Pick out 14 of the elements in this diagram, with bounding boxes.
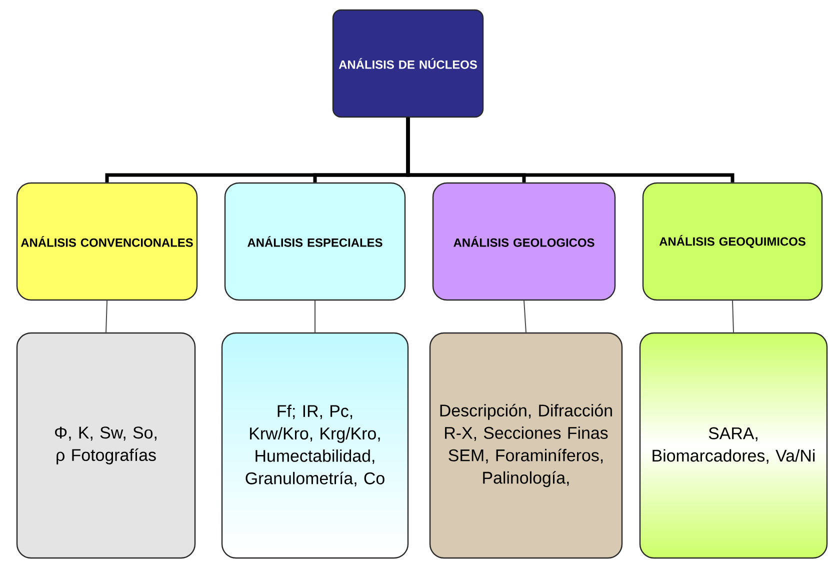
category-box: ANÁLISIS GEOQUIMICOS — [642, 182, 823, 301]
connector-line — [106, 300, 108, 333]
category-box: ANÁLISIS ESPECIALES — [224, 182, 406, 301]
detail-box: Descripción, Difracción R-X, Secciones Finas SEM, Foraminíferos, Palinología, — [429, 332, 623, 559]
connector-line — [406, 118, 734, 182]
connector-line — [314, 300, 316, 333]
connector-line — [732, 300, 734, 333]
category-box: ANÁLISIS CONVENCIONALES — [16, 182, 198, 301]
root-box: ANÁLISIS DE NÚCLEOS — [332, 9, 484, 118]
connector-line — [524, 300, 526, 333]
category-box: ANÁLISIS GEOLOGICOS — [432, 182, 616, 301]
detail-box: Φ, K, Sw, So, ρ Fotografías — [16, 332, 196, 559]
detail-box: Ff; IR, Pc, Krw/Kro, Krg/Kro, Humectabilidad, Granulometría, Co — [221, 332, 409, 559]
detail-box: SARA, Biomarcadores, Va/Ni — [639, 332, 828, 559]
